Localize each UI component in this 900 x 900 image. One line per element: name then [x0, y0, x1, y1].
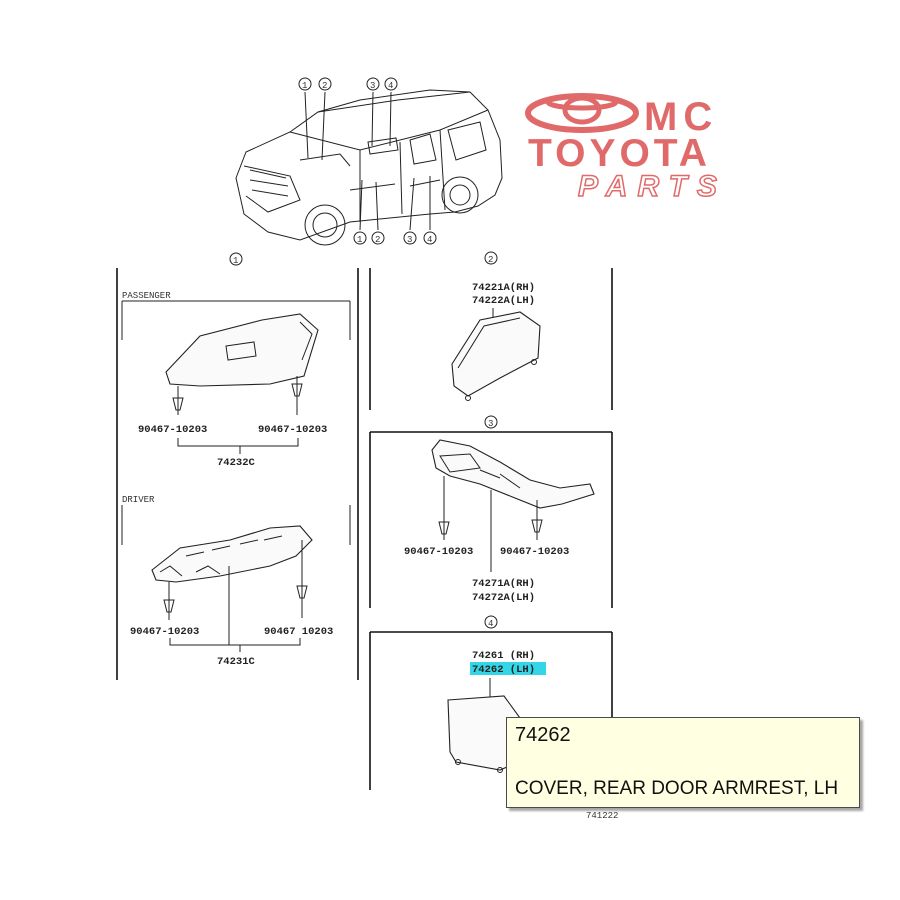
svg-text:3: 3 — [407, 235, 412, 245]
driver-section: DRIVER 90467-10203 90467 10203 74231C — [121, 495, 351, 668]
overview-marker-1: 1 — [298, 77, 312, 159]
logo-line-parts: PARTS — [578, 170, 727, 203]
passenger-switch-base-part[interactable] — [165, 313, 319, 387]
svg-text:4: 4 — [488, 619, 493, 629]
svg-text:2: 2 — [488, 255, 493, 265]
overview-marker-3-bottom: 3 — [403, 177, 417, 245]
panel-2-part-number-lh[interactable]: 74222A(LH) — [472, 295, 535, 307]
tooltip-part-description: COVER, REAR DOOR ARMREST, LH — [515, 778, 839, 799]
panel-3-armrest-part[interactable] — [431, 439, 595, 509]
svg-text:4: 4 — [427, 235, 432, 245]
panel-4: 4 74261 (RH) 74262 (LH) 741222 — [369, 615, 618, 821]
passenger-assembly-part-number[interactable]: 74232C — [217, 457, 256, 469]
panel-3-clip-left-icon — [438, 476, 450, 540]
overview-marker-2: 2 — [318, 77, 332, 161]
overview-bottom-markers: 1 2 3 4 — [353, 176, 437, 245]
driver-clip-right-icon — [296, 540, 308, 618]
panel-2-cover-part[interactable] — [451, 311, 541, 401]
overview-marker-2-bottom: 2 — [371, 181, 385, 245]
panel-3: 3 90467-10203 90467-10203 74271A(RH) 742… — [369, 415, 613, 608]
panel-3-marker: 3 — [484, 415, 498, 429]
vehicle-wheels — [304, 176, 479, 246]
passenger-clip-right-part-number[interactable]: 90467-10203 — [258, 424, 327, 436]
tooltip-part-code: 74262 — [515, 724, 571, 746]
svg-text:4: 4 — [388, 81, 393, 91]
svg-text:1: 1 — [233, 256, 238, 266]
panel-4-part-number-lh[interactable]: 74262 (LH) — [472, 664, 535, 676]
overview-marker-1-bottom: 1 — [353, 179, 367, 245]
logo-line-mc: MC — [644, 95, 718, 139]
passenger-clip-right-icon — [291, 376, 303, 415]
overview-marker-3: 3 — [366, 77, 380, 147]
panel-3-part-number-rh[interactable]: 74271A(RH) — [472, 578, 535, 590]
driver-clip-left-icon — [163, 582, 175, 620]
passenger-clip-left-part-number[interactable]: 90467-10203 — [138, 424, 207, 436]
panel-4-part-number-rh[interactable]: 74261 (RH) — [472, 650, 535, 662]
svg-text:3: 3 — [370, 81, 375, 91]
vehicle-outline — [235, 89, 503, 241]
panel-2-part-number-rh[interactable]: 74221A(RH) — [472, 282, 535, 294]
driver-assembly-part-number[interactable]: 74231C — [217, 656, 256, 668]
overview-marker-4-bottom: 4 — [423, 176, 437, 245]
overview-top-markers: 1 2 3 4 — [298, 77, 398, 161]
passenger-clip-left-icon — [172, 386, 184, 415]
panel-3-clip-right-icon — [531, 500, 543, 540]
part-tooltip: 74262 COVER, REAR DOOR ARMREST, LH — [506, 717, 860, 808]
panel-2-marker: 2 — [484, 251, 498, 265]
svg-text:2: 2 — [375, 235, 380, 245]
overview-marker-4: 4 — [384, 77, 398, 147]
figure-number: 741222 — [586, 811, 618, 821]
driver-clip-left-part-number[interactable]: 90467-10203 — [130, 626, 199, 638]
driver-switch-base-part[interactable] — [151, 525, 313, 583]
svg-text:3: 3 — [488, 419, 493, 429]
panel-3-part-number-lh[interactable]: 74272A(LH) — [472, 592, 535, 604]
panel-3-clip-right-part-number[interactable]: 90467-10203 — [500, 546, 569, 558]
toyota-emblem-icon — [525, 93, 639, 133]
panel-1: 1 PASSENGER 90467-10203 90467- — [116, 252, 359, 680]
svg-text:1: 1 — [302, 81, 307, 91]
passenger-section: PASSENGER 90467-10203 90467-10203 74232C — [121, 291, 351, 469]
panel-4-marker: 4 — [484, 615, 498, 629]
svg-text:1: 1 — [357, 235, 362, 245]
driver-clip-right-part-number[interactable]: 90467 10203 — [264, 626, 333, 638]
svg-text:2: 2 — [322, 81, 327, 91]
panel-3-clip-left-part-number[interactable]: 90467-10203 — [404, 546, 473, 558]
panel-1-marker: 1 — [229, 252, 243, 266]
omc-toyota-parts-logo: MC TOYOTA PARTS — [525, 93, 727, 204]
vehicle-overview: 1 2 3 4 1 — [235, 77, 503, 246]
logo-line-toyota: TOYOTA — [528, 132, 711, 175]
passenger-heading: PASSENGER — [122, 291, 171, 301]
driver-heading: DRIVER — [122, 495, 155, 505]
panel-2: 2 74221A(RH) 74222A(LH) — [369, 251, 613, 410]
part-number-highlight — [470, 662, 546, 675]
